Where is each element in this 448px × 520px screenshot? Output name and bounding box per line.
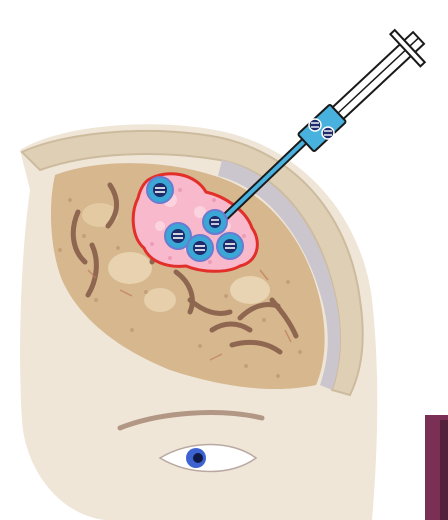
charged-cell-icon [322, 127, 334, 139]
charged-cell-icon [217, 233, 243, 259]
brain-highlight [230, 276, 270, 304]
pupil [193, 453, 203, 463]
charged-cell-icon [147, 177, 173, 203]
charged-cell-icon [309, 119, 321, 131]
syringe-icon [222, 22, 434, 220]
edge-bar-shadow [440, 420, 448, 520]
brain-highlight [144, 288, 176, 312]
charged-cell-icon [203, 210, 227, 234]
charged-cell-icon [187, 235, 213, 261]
brain-highlight [108, 252, 152, 284]
